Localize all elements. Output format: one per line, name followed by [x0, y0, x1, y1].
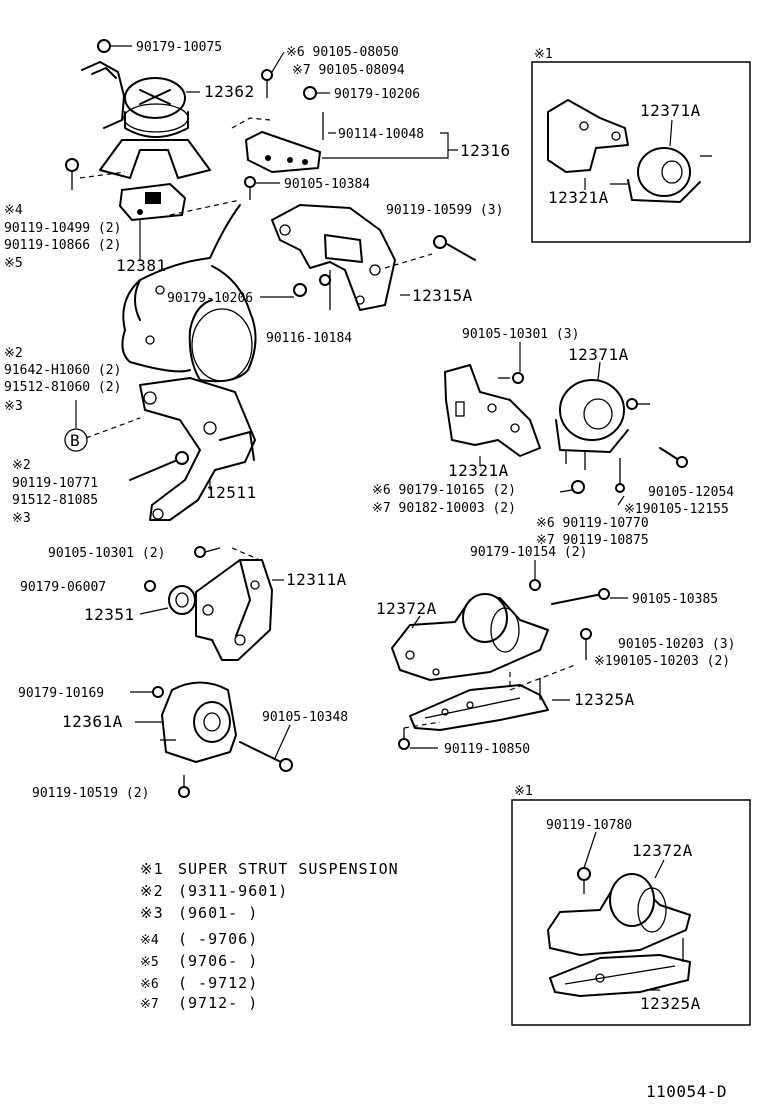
label-p2: ※6 90105-08050	[286, 45, 399, 60]
label-p7: 12316	[460, 141, 511, 160]
label-p35: ※6 90119-10770	[536, 516, 649, 531]
part-12362-engine-mount	[65, 39, 211, 190]
label-p23: ※2	[12, 458, 31, 473]
label-p3: ※7 90105-08094	[292, 63, 405, 78]
label-p22: B	[70, 431, 80, 450]
legend-mark-2: ※2	[140, 882, 164, 900]
legend-mark-5: ※5	[140, 955, 159, 970]
diagram-id: 110054-D	[646, 1082, 727, 1101]
label-p43: 90105-10385	[632, 592, 718, 607]
part-12315A-bracket	[271, 204, 476, 311]
legend-text-4: ( -9706)	[178, 930, 258, 948]
label-p46: 12325A	[574, 690, 635, 709]
label-p49: 12361A	[62, 712, 123, 731]
label-p47: 90119-10850	[444, 742, 530, 757]
label-p36: ※7 90119-10875	[536, 533, 649, 548]
legend-mark-1: ※1	[140, 860, 164, 878]
inset-bottom-super-strut	[511, 799, 751, 1026]
label-p21: ※3	[4, 399, 23, 414]
label-p28: 90105-10301 (3)	[462, 327, 579, 342]
label-p31: ※6 90179-10165 (2)	[372, 483, 516, 498]
legend: ※1 SUPER STRUT SUSPENSION ※2 (9311-9601)…	[140, 860, 399, 1012]
label-p12: ※5	[4, 256, 23, 271]
label-p11: 90119-10866 (2)	[4, 238, 121, 253]
label-p27: 12511	[206, 483, 257, 502]
label-p16: 12315A	[412, 286, 473, 305]
part-12361A-mount	[130, 681, 293, 798]
label-p44: 90105-10203 (3)	[618, 637, 735, 652]
label-p4: 12362	[204, 82, 255, 101]
label-p19: 91642-H1060 (2)	[4, 363, 121, 378]
label-p45: ※190105-10203 (2)	[594, 654, 730, 669]
label-p26: ※3	[12, 511, 31, 526]
label-p40: 12311A	[286, 570, 347, 589]
legend-text-3: (9601- )	[178, 904, 258, 922]
label-p32: ※7 90182-10003 (2)	[372, 501, 516, 516]
label-p20: 91512-81060 (2)	[4, 380, 121, 395]
label-p39: 90179-06007	[20, 580, 106, 595]
legend-text-2: (9311-9601)	[178, 882, 288, 900]
part-12325A-member	[398, 678, 570, 750]
inset-bottom-member-label: 12325A	[640, 994, 701, 1013]
label-p14: 90119-10599 (3)	[386, 203, 503, 218]
part-12511-bracket	[64, 377, 256, 521]
label-p25: 91512-81085	[12, 493, 98, 508]
label-p1: 90179-10075	[136, 40, 222, 55]
label-p33: 90105-12054	[648, 485, 734, 500]
inset-top-bracket-label: 12321A	[548, 188, 609, 207]
inset-top-mount-label: 12371A	[640, 101, 701, 120]
label-p37: 90179-10154 (2)	[470, 545, 587, 560]
label-p34: ※190105-12155	[624, 502, 729, 517]
legend-mark-3: ※3	[140, 904, 164, 922]
legend-text-1: SUPER STRUT SUSPENSION	[178, 860, 399, 878]
label-p38: 90105-10301 (2)	[48, 546, 165, 561]
part-12371A-mount	[555, 361, 688, 506]
inset-bottom-bolt-label: 90119-10780	[546, 818, 632, 833]
label-p50: 90105-10348	[262, 710, 348, 725]
part-12321A-bracket	[444, 342, 541, 466]
label-p8: 90105-10384	[284, 177, 370, 192]
label-p30: 12321A	[448, 461, 509, 480]
label-p15: 90179-10206	[167, 291, 253, 306]
part-labels: 90179-10075 ※6 90105-08050 ※7 90105-0809…	[4, 40, 735, 1013]
label-p42: 12372A	[376, 599, 437, 618]
part-12381-block	[118, 182, 241, 260]
part-12372A-mount	[391, 560, 628, 691]
part-engine-transaxle	[121, 204, 307, 383]
label-p24: 90119-10771	[12, 476, 98, 491]
label-p41: 12351	[84, 605, 135, 624]
label-p17: 90116-10184	[266, 331, 352, 346]
label-p29: 12371A	[568, 345, 629, 364]
label-p10: 90119-10499 (2)	[4, 221, 121, 236]
legend-mark-4: ※4	[140, 933, 159, 948]
inset-bottom-mount-label: 12372A	[632, 841, 693, 860]
part-12311A-bracket	[139, 546, 284, 661]
label-p9: ※4	[4, 203, 23, 218]
legend-text-5: (9706- )	[178, 952, 258, 970]
label-p5: 90179-10206	[334, 87, 420, 102]
legend-mark-7: ※7	[140, 997, 159, 1012]
legend-text-7: (9712- )	[178, 994, 258, 1012]
legend-mark-6: ※6	[140, 977, 159, 992]
label-p13: 12381	[116, 256, 167, 275]
inset-bottom-mark: ※1	[514, 784, 533, 799]
label-p18: ※2	[4, 346, 23, 361]
label-p48: 90179-10169	[18, 686, 104, 701]
inset-top-mark: ※1	[534, 47, 553, 62]
inset-top-super-strut	[531, 61, 751, 243]
legend-text-6: ( -9712)	[178, 974, 258, 992]
label-p6: 90114-10048	[338, 127, 424, 142]
label-p51: 90119-10519 (2)	[32, 786, 149, 801]
part-12316-bracket	[231, 51, 458, 200]
